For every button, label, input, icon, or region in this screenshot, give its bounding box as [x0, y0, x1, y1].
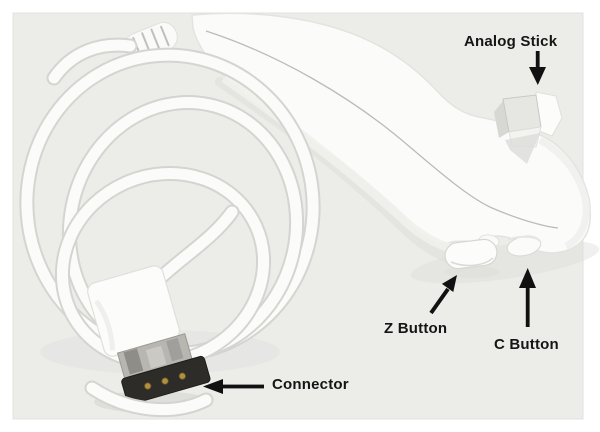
arrow-up-icon: [519, 268, 536, 327]
arrow-down-icon: [529, 51, 546, 85]
arrow-left-icon: [203, 379, 264, 394]
connector-plug: [84, 265, 214, 418]
z-button: [444, 238, 500, 278]
annotation-label-z-button: Z Button: [384, 320, 448, 337]
arrow-up-right-icon: [429, 275, 457, 315]
analog-stick: [494, 91, 563, 164]
c-button: [506, 235, 542, 257]
body-seam: [205, 30, 559, 229]
annotation-arrows: [203, 51, 546, 394]
annotation-label-c-button: C Button: [494, 336, 559, 353]
annotation-label-analog-stick: Analog Stick: [464, 33, 558, 50]
annotation-label-connector: Connector: [272, 376, 349, 393]
controller-body: [191, 12, 592, 255]
